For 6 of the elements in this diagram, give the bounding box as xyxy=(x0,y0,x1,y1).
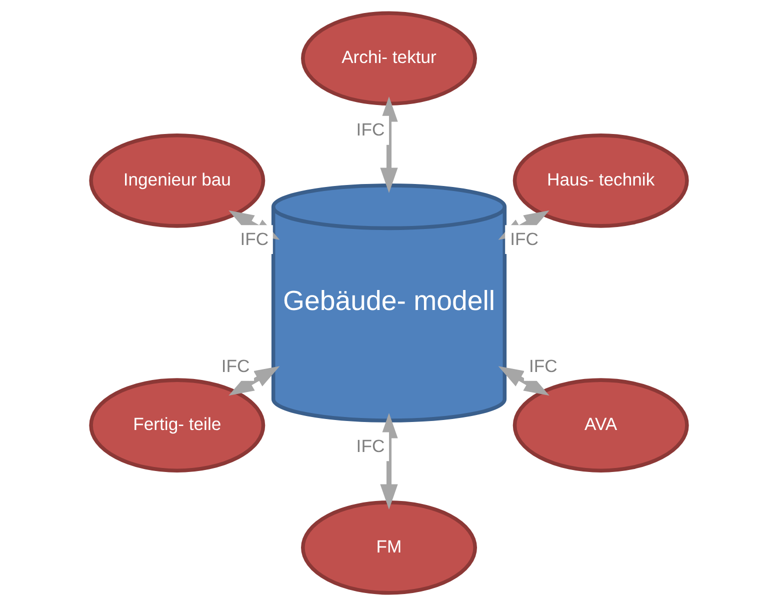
edge-label: IFC xyxy=(510,228,538,249)
edge-label: IFC xyxy=(240,228,269,249)
edge-label: IFC xyxy=(528,356,558,376)
edge-label: IFC xyxy=(221,356,250,376)
edge-label: IFC xyxy=(356,120,385,140)
edge-label: IFC xyxy=(356,436,385,456)
